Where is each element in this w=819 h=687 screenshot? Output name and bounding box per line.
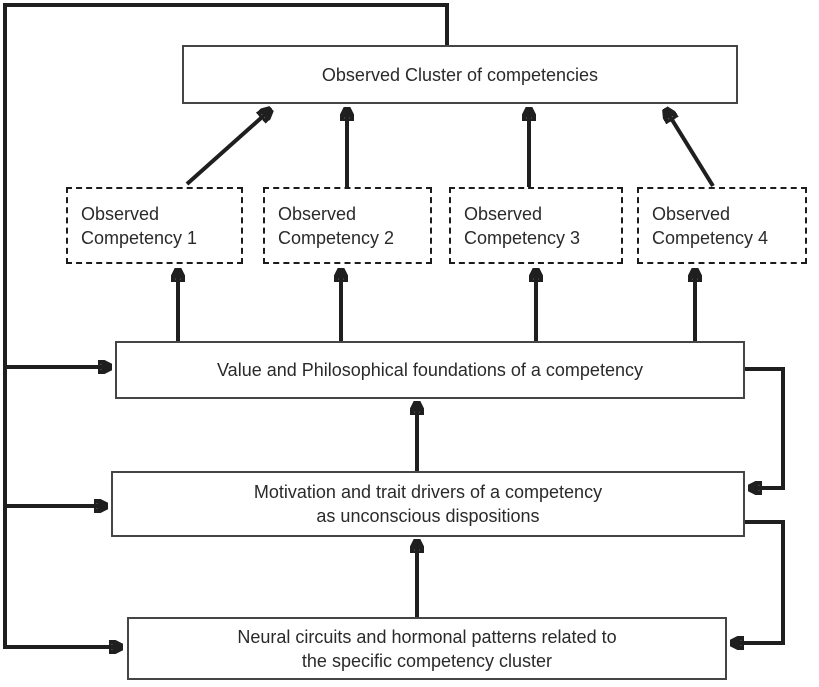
competency-1-line-2: Competency 1 [81, 227, 198, 248]
motivation-line-2: as unconscious dispositions [316, 506, 540, 526]
observed-competency-2-label: Observed Competency 2 [278, 202, 394, 250]
box-observed-competency-2: Observed Competency 2 [263, 187, 432, 264]
observed-cluster-label: Observed Cluster of competencies [321, 64, 599, 85]
competency-2-line-1: Observed [278, 203, 357, 224]
neural-circuits-label: Neural circuits and hormonal patterns re… [237, 625, 616, 673]
neural-line-1: Neural circuits and hormonal patterns re… [237, 626, 617, 647]
competency-2-line-2: Competency 2 [278, 227, 395, 248]
competency-3-line-2: Competency 3 [464, 227, 581, 248]
motivation-drivers-label: Motivation and trait drivers of a compet… [254, 480, 602, 528]
arrow-competency1-to-cluster [185, 110, 270, 186]
box-value-foundations: Value and Philosophical foundations of a… [115, 341, 745, 399]
competency-3-line-1: Observed [464, 203, 543, 224]
arrow-motivation-to-neural-feedback [732, 520, 785, 643]
observed-competency-3-label: Observed Competency 3 [464, 202, 580, 250]
box-observed-competency-3: Observed Competency 3 [449, 187, 623, 264]
competency-4-line-1: Observed [652, 203, 731, 224]
motivation-line-1: Motivation and trait drivers of a compet… [253, 482, 603, 502]
competency-1-line-1: Observed [81, 203, 160, 224]
value-foundations-label: Value and Philosophical foundations of a… [217, 360, 643, 380]
observed-competency-1-label: Observed Competency 1 [81, 202, 197, 250]
box-observed-competency-4: Observed Competency 4 [637, 187, 807, 264]
arrow-competency4-to-cluster [666, 110, 715, 188]
competency-4-line-2: Competency 4 [652, 227, 769, 248]
arrow-value-to-motivation-feedback [744, 367, 785, 488]
box-observed-competency-1: Observed Competency 1 [66, 187, 243, 264]
feedback-rail-left [3, 3, 449, 647]
observed-competency-4-label: Observed Competency 4 [652, 202, 768, 250]
neural-line-2: the specific competency cluster [301, 650, 553, 671]
box-neural-circuits: Neural circuits and hormonal patterns re… [127, 617, 727, 680]
box-motivation-drivers: Motivation and trait drivers of a compet… [111, 471, 745, 537]
box-observed-cluster: Observed Cluster of competencies [182, 45, 738, 104]
